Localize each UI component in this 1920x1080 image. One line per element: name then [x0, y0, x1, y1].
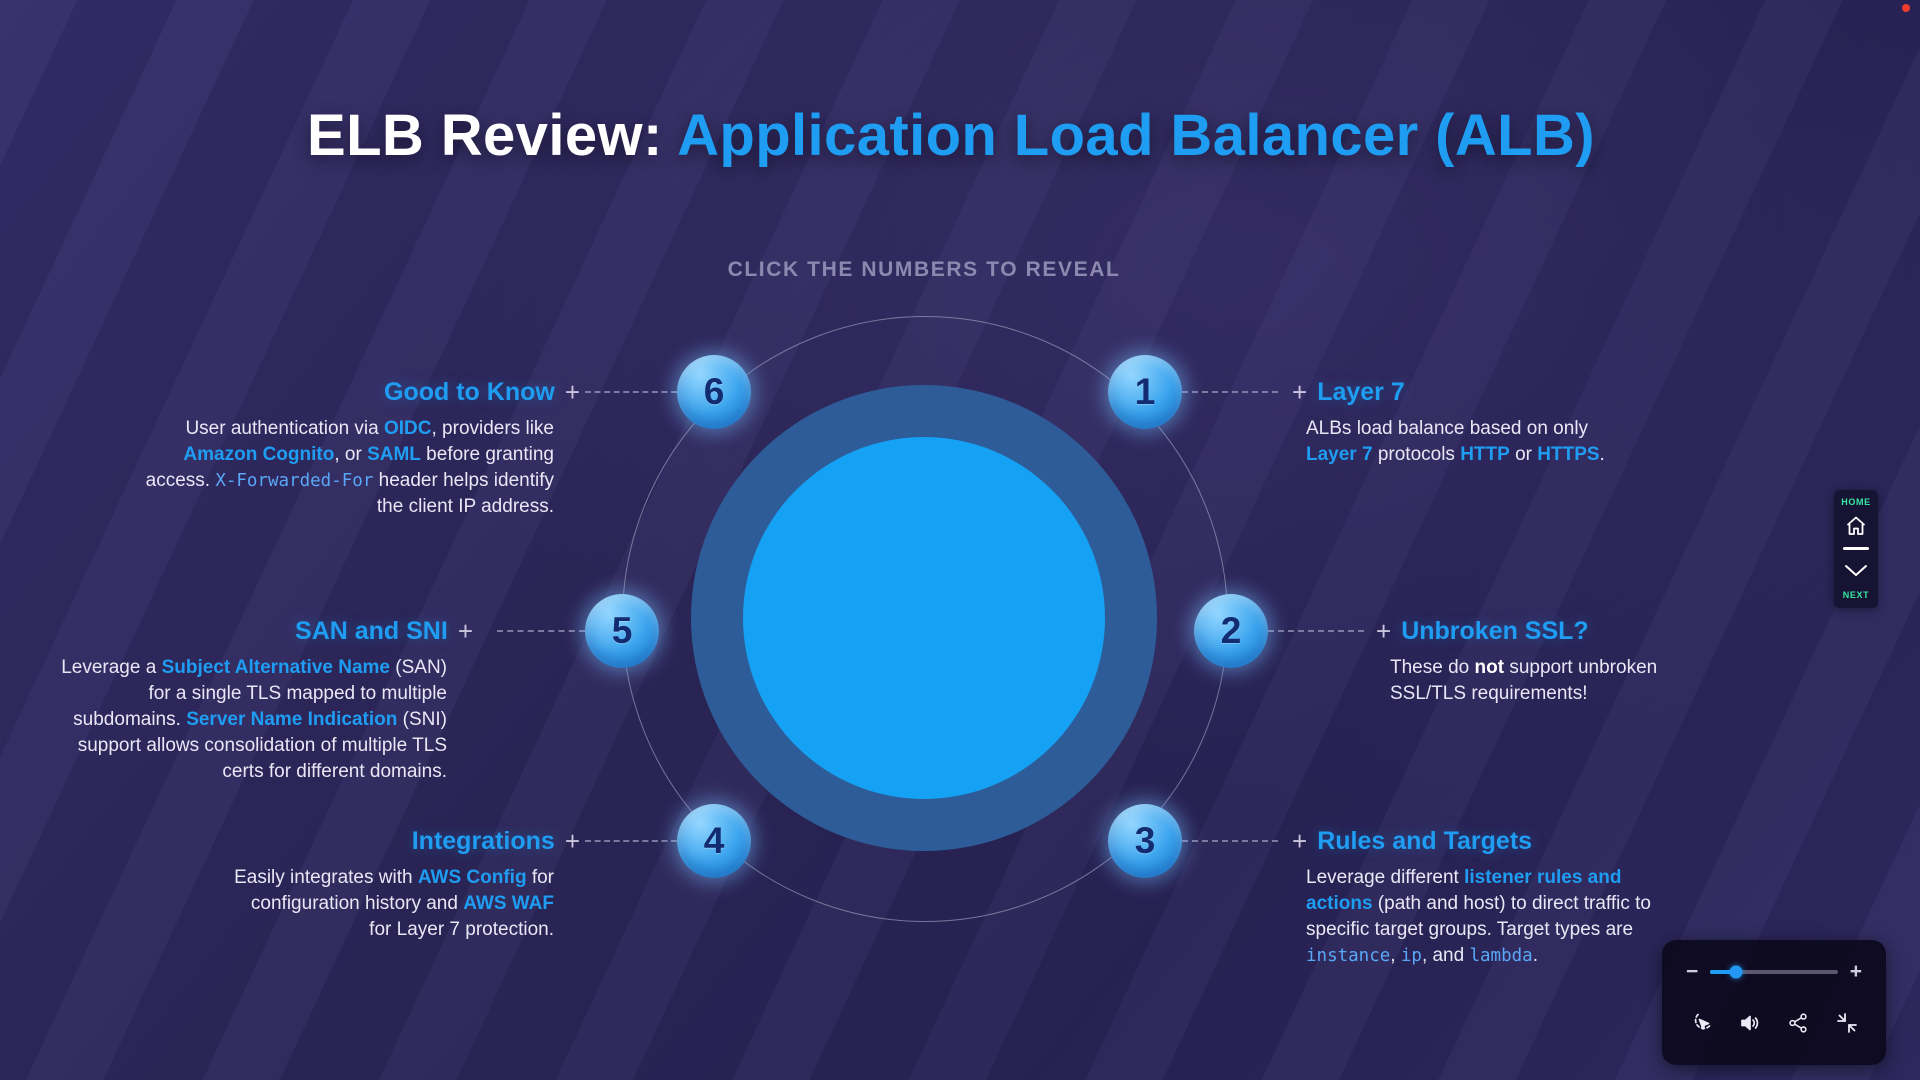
page-title: ELB Review: Application Load Balancer (A… [0, 102, 1902, 169]
plus-icon: + [1292, 377, 1308, 407]
mute-button[interactable] [1737, 1010, 1763, 1036]
volume-slider[interactable] [1710, 965, 1838, 979]
connector-line-4 [585, 840, 677, 842]
callout-heading: SAN and SNI [295, 617, 448, 645]
volume-thumb[interactable] [1729, 965, 1743, 979]
plus-icon: + [457, 616, 473, 646]
speaker-icon [1738, 1011, 1762, 1035]
hotspot-button-1[interactable]: 1 [1108, 355, 1182, 429]
callout-heading: Integrations [411, 827, 555, 855]
connector-line-1 [1182, 391, 1278, 393]
recording-indicator-dot [1902, 4, 1910, 12]
hotspot-button-5[interactable]: 5 [585, 594, 659, 668]
callout-body: User authentication via OIDC, providers … [145, 418, 554, 517]
callout-unbroken-ssl: + Unbroken SSL? These do not support unb… [1376, 616, 1698, 707]
callout-body: ALBs load balance based on only Layer 7 … [1306, 418, 1605, 465]
chevron-down-icon [1843, 562, 1869, 580]
nav-divider [1843, 547, 1869, 550]
cursor-mode-button[interactable] [1688, 1010, 1714, 1036]
connector-line-2 [1268, 630, 1364, 632]
callout-body: Easily integrates with AWS Config for co… [234, 867, 554, 940]
title-accent: Application Load Balancer (ALB) [662, 103, 1595, 168]
callout-good-to-know: Good to Know + User authentication via O… [130, 377, 580, 520]
connector-line-3 [1182, 840, 1278, 842]
plus-icon: + [564, 826, 580, 856]
player-buttons-row [1662, 1010, 1886, 1036]
volume-fill [1710, 970, 1736, 974]
share-button[interactable] [1785, 1010, 1811, 1036]
callout-body: Leverage a Subject Alternative Name (SAN… [61, 657, 447, 782]
plus-icon: + [564, 377, 580, 407]
hotspot-button-4[interactable]: 4 [677, 804, 751, 878]
hotspot-button-6[interactable]: 6 [677, 355, 751, 429]
callout-layer7: + Layer 7 ALBs load balance based on onl… [1292, 377, 1632, 468]
volume-decrease-button[interactable]: − [1686, 960, 1699, 983]
callout-heading: Unbroken SSL? [1401, 617, 1589, 645]
callout-body: Leverage different listener rules and ac… [1306, 867, 1651, 966]
callout-body: These do not support unbroken SSL/TLS re… [1390, 657, 1658, 704]
callout-integrations: Integrations + Easily integrates with AW… [230, 826, 580, 943]
home-icon [1844, 514, 1868, 538]
cursor-click-icon [1689, 1011, 1713, 1035]
title-prefix: ELB Review: [307, 103, 663, 168]
volume-row: − + [1662, 960, 1886, 983]
callout-rules-targets: + Rules and Targets Leverage different l… [1292, 826, 1692, 969]
plus-icon: + [1376, 616, 1392, 646]
next-button[interactable] [1842, 558, 1870, 584]
share-icon [1787, 1012, 1809, 1034]
instruction-text: CLICK THE NUMBERS TO REVEAL [727, 258, 1121, 281]
hotspot-button-2[interactable]: 2 [1194, 594, 1268, 668]
hotspot-button-3[interactable]: 3 [1108, 804, 1182, 878]
home-label: HOME [1841, 497, 1871, 507]
connector-line-6 [585, 391, 677, 393]
diagram-inner-circle [743, 437, 1105, 799]
home-button[interactable] [1842, 513, 1870, 539]
connector-line-5 [497, 630, 585, 632]
callout-heading: Layer 7 [1317, 378, 1405, 406]
exit-fullscreen-button[interactable] [1834, 1010, 1860, 1036]
volume-increase-button[interactable]: + [1849, 960, 1862, 983]
player-control-panel: − + [1662, 940, 1886, 1065]
callout-heading: Good to Know [384, 378, 555, 406]
slide-nav-rail: HOME NEXT [1834, 490, 1878, 608]
next-label: NEXT [1842, 590, 1870, 600]
plus-icon: + [1292, 826, 1308, 856]
callout-heading: Rules and Targets [1317, 827, 1533, 855]
callout-san-sni: SAN and SNI + Leverage a Subject Alterna… [45, 616, 473, 785]
shrink-icon [1835, 1011, 1859, 1035]
